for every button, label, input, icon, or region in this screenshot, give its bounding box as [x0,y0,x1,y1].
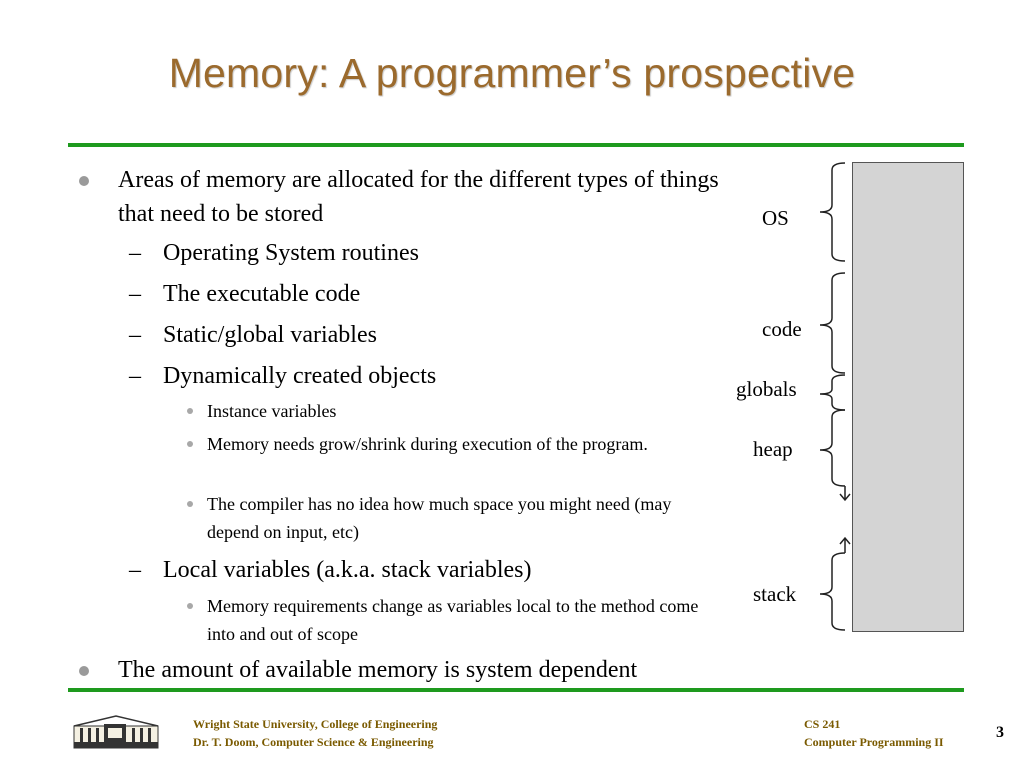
sub-sub-bullet-memory-needs: Memory needs grow/shrink during executio… [187,430,707,458]
sub-bullet-text: Dynamically created objects [163,363,437,389]
sub-sub-bullet-text: The compiler has no idea how much space … [207,494,672,542]
footer-left: Wright State University, College of Engi… [193,715,437,751]
footer-university: Wright State University, College of Engi… [193,717,438,731]
label-code: code [762,317,802,341]
globals-brace [819,374,846,411]
label-heap: heap [753,437,793,461]
sub-sub-bullet-instance-vars: Instance variables [187,397,717,425]
sub-bullet-text: Operating System routines [163,240,419,266]
code-brace [819,272,846,374]
bullet-text: Areas of memory are allocated for the di… [118,167,719,227]
slide-title: Memory: A programmer’s prospective [168,50,856,96]
sub-sub-bullet-text: Memory needs grow/shrink during executio… [207,434,648,454]
page-number: 3 [996,724,1004,741]
bottom-divider [68,688,964,692]
sub-bullet-static-global: –Static/global variables [129,322,377,348]
university-logo-icon [73,715,159,749]
sub-bullet-executable-code: –The executable code [129,281,361,307]
bullet-text: The amount of available memory is system… [118,657,638,683]
sub-sub-bullet-memory-reqs: Memory requirements change as variables … [187,592,712,648]
heap-brace [819,409,846,487]
bullet-available-memory: The amount of available memory is system… [79,653,758,687]
heap-growth-arrow-icon [839,486,851,502]
footer-course-title: Computer Programming II [804,735,944,749]
sub-bullet-os-routines: –Operating System routines [129,240,419,266]
stack-brace [819,552,846,631]
sub-sub-bullet-compiler: The compiler has no idea how much space … [187,490,707,546]
sub-sub-bullet-text: Memory requirements change as variables … [207,596,699,644]
bullet-dot-icon [79,666,89,676]
top-divider [68,143,964,147]
sub-bullet-local-variables: –Local variables (a.k.a. stack variables… [129,557,532,583]
bullet-dot-icon [79,176,89,186]
label-os: OS [762,206,789,230]
memory-block [852,162,964,632]
sub-bullet-dynamic-objects: –Dynamically created objects [129,363,437,389]
label-stack: stack [753,582,797,606]
sub-bullet-text: Local variables (a.k.a. stack variables) [163,557,532,583]
os-brace [819,162,846,262]
stack-growth-arrow-icon [839,536,851,553]
footer-author: Dr. T. Doom, Computer Science & Engineer… [193,735,434,749]
footer-right: CS 241 Computer Programming II [804,715,944,751]
bullet-areas-of-memory: Areas of memory are allocated for the di… [79,163,738,231]
sub-bullet-text: Static/global variables [163,322,377,348]
sub-bullet-text: The executable code [163,281,361,307]
sub-sub-bullet-text: Instance variables [207,401,337,421]
footer-course: CS 241 [804,717,841,731]
label-globals: globals [736,377,797,401]
